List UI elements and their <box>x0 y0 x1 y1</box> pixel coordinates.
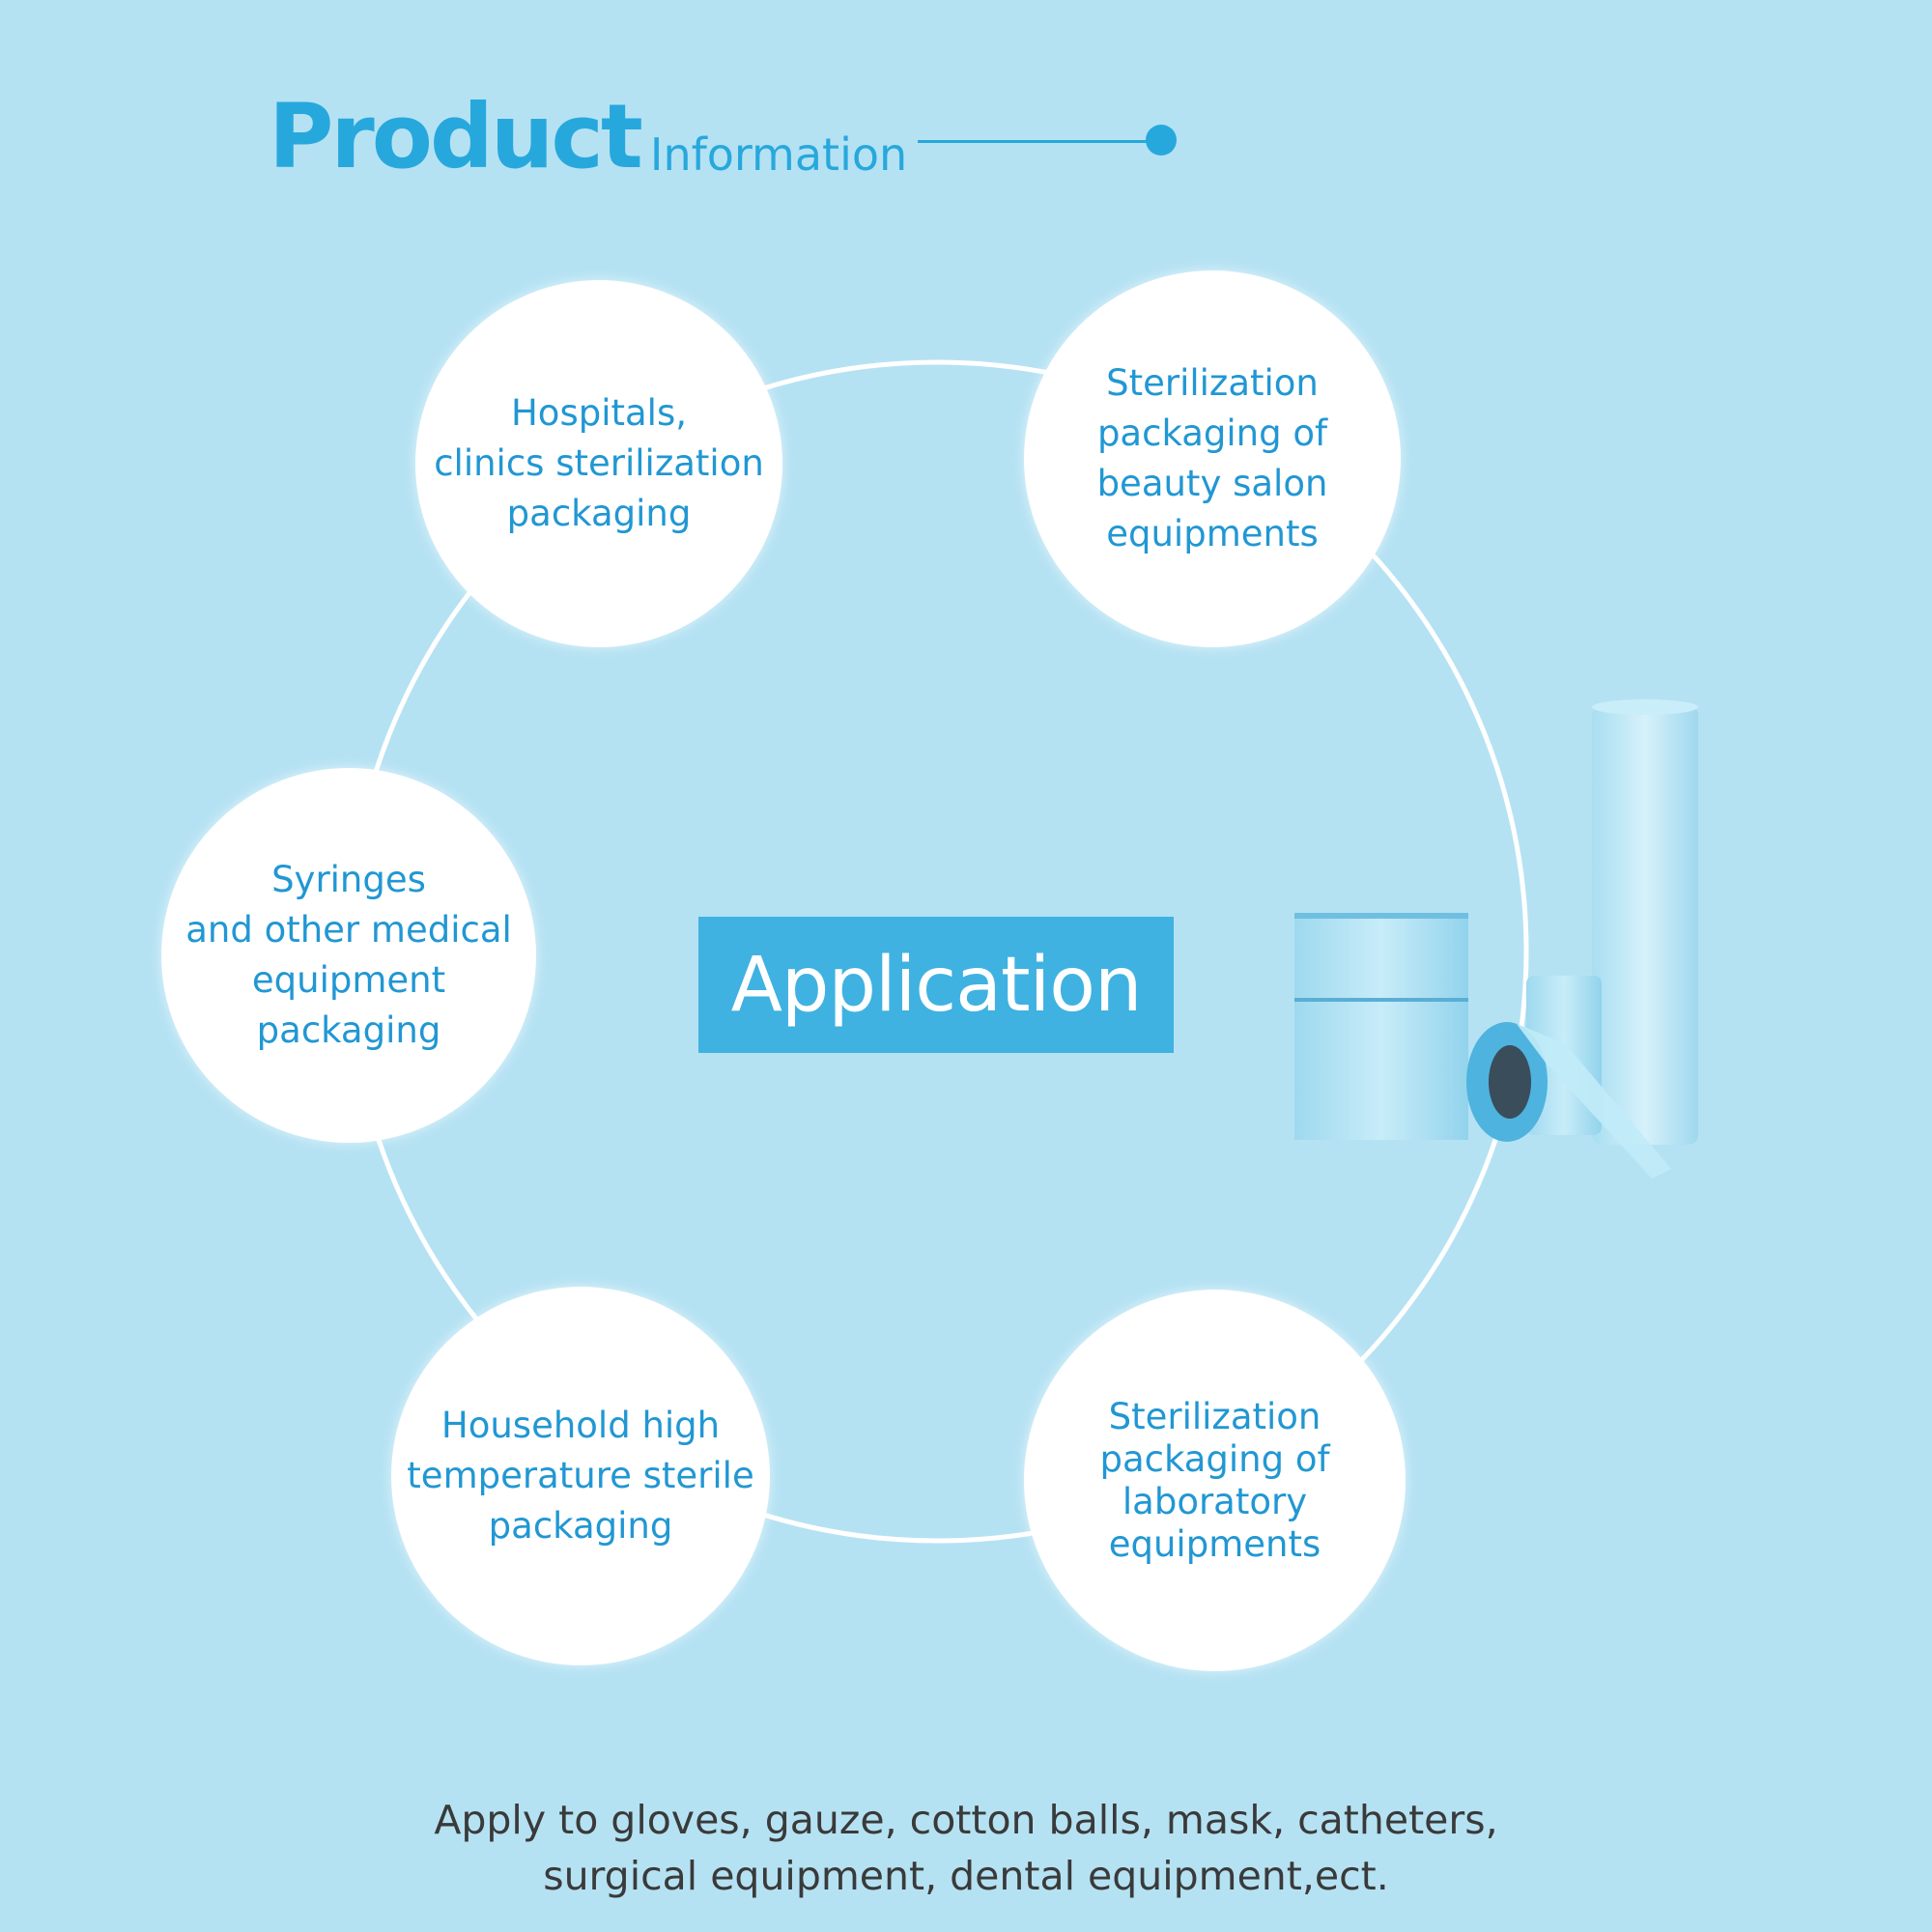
tall-roll <box>1592 705 1698 1145</box>
node-household: Household high temperature sterile packa… <box>391 1287 770 1665</box>
node-line: laboratory <box>1122 1480 1308 1522</box>
node-line: Sterilization <box>1108 1395 1321 1437</box>
node-line: clinics sterilization <box>434 442 764 484</box>
node-line: equipments <box>1106 513 1319 554</box>
node-syringes: Syringes and other medical equipment pac… <box>161 768 536 1143</box>
node-line: packaging of <box>1096 412 1328 454</box>
tall-roll-top <box>1592 699 1698 715</box>
node-line: packaging <box>506 493 692 534</box>
node-line: Hospitals, <box>510 392 687 434</box>
title-sub: Information <box>649 128 908 181</box>
unrolled-strip <box>1517 1024 1671 1179</box>
wide-roll-band <box>1294 913 1468 919</box>
footer-line-2: surgical equipment, dental equipment,ect… <box>543 1853 1389 1899</box>
node-line: beauty salon <box>1096 463 1328 504</box>
node-line: temperature sterile <box>407 1455 754 1496</box>
node-beauty-salon: Sterilization packaging of beauty salon … <box>1024 270 1401 647</box>
title-main: Product <box>269 85 643 188</box>
node-hospitals: Hospitals, clinics sterilization packagi… <box>415 280 782 647</box>
wide-roll <box>1294 913 1468 1140</box>
node-line: equipment <box>251 959 446 1001</box>
title-rule <box>918 140 1150 143</box>
title-dot <box>1146 125 1177 156</box>
wide-roll-stripe <box>1294 998 1468 1002</box>
node-line: packaging of <box>1099 1437 1330 1480</box>
center-label-text: Application <box>730 941 1143 1029</box>
sterilization-roll-product-image <box>1294 699 1698 1179</box>
node-line: Sterilization <box>1106 362 1319 404</box>
coil-core <box>1489 1045 1531 1119</box>
node-hospitals-text: Hospitals, clinics sterilization packagi… <box>414 388 783 539</box>
node-line: packaging <box>256 1009 441 1051</box>
node-laboratory-text: Sterilization packaging of laboratory eq… <box>1080 1396 1349 1566</box>
footer-note: Apply to gloves, gauze, cotton balls, ma… <box>0 1792 1932 1904</box>
node-syringes-text: Syringes and other medical equipment pac… <box>166 855 531 1056</box>
node-line: Household high <box>440 1405 721 1446</box>
node-line: equipments <box>1108 1522 1321 1565</box>
header-title: Product Information <box>269 75 907 182</box>
node-line: and other medical <box>185 909 512 951</box>
node-line: packaging <box>488 1505 673 1547</box>
node-laboratory: Sterilization packaging of laboratory eq… <box>1024 1290 1406 1671</box>
footer-line-1: Apply to gloves, gauze, cotton balls, ma… <box>434 1797 1498 1843</box>
node-line: Syringes <box>271 859 426 900</box>
node-household-text: Household high temperature sterile packa… <box>387 1401 773 1551</box>
node-beauty-salon-text: Sterilization packaging of beauty salon … <box>1078 358 1348 559</box>
center-label: Application <box>698 917 1174 1053</box>
